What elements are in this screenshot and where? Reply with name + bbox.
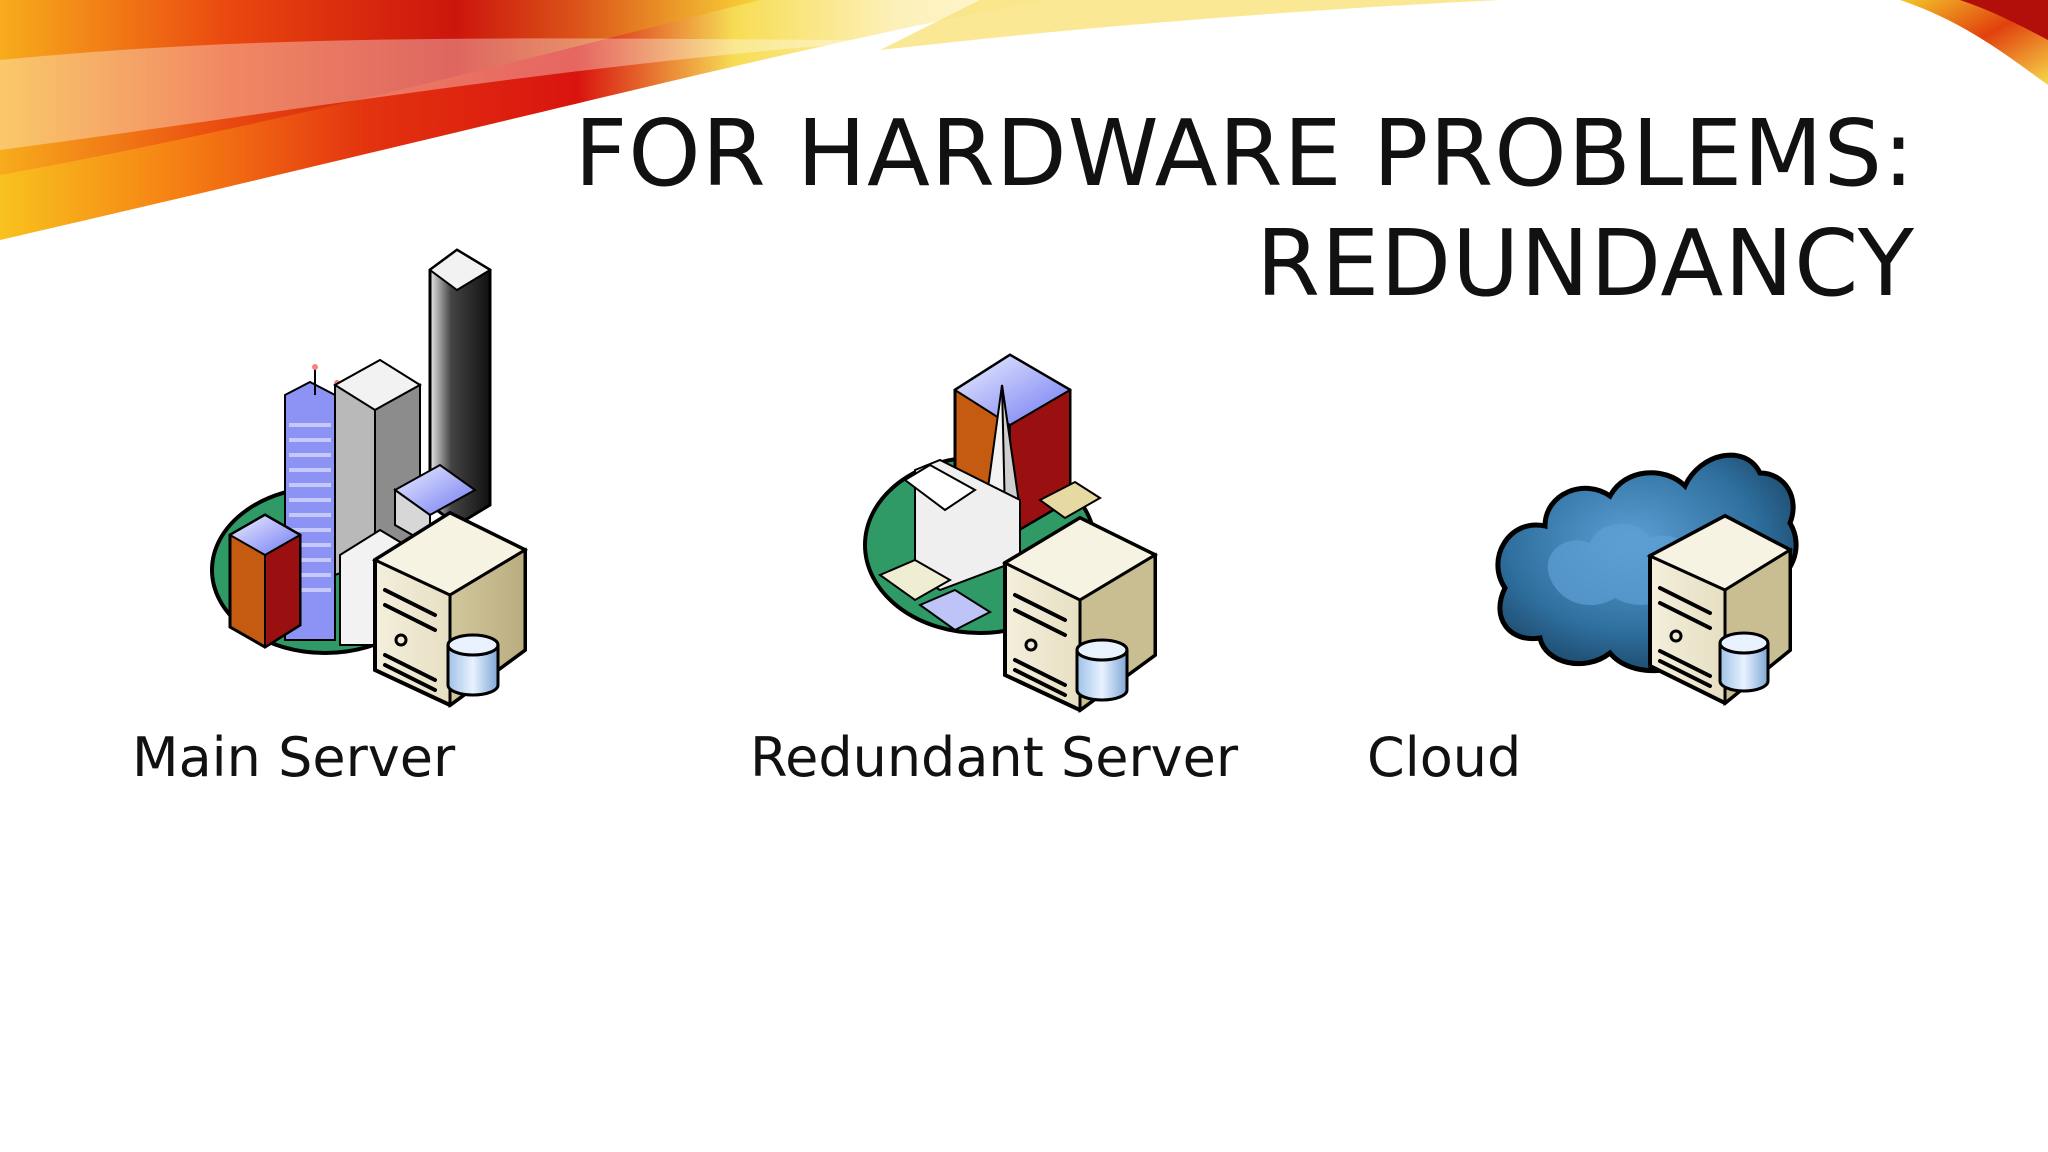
redundant-server-label: Redundant Server (750, 726, 1239, 789)
town-server-icon (863, 353, 1159, 713)
slide-title-line-1: FOR HARDWARE PROBLEMS: (574, 100, 1915, 207)
cloud-server-figure (1490, 438, 1800, 715)
main-server-label: Main Server (132, 726, 456, 789)
slide-title-line-2: REDUNDANCY (1256, 210, 1915, 317)
main-server-figure (205, 245, 535, 715)
decorative-swoosh (0, 0, 2048, 240)
redundant-server-figure (845, 350, 1165, 715)
city-server-icon (210, 248, 529, 708)
cloud-label: Cloud (1367, 726, 1522, 789)
cloud-server-icon (1495, 452, 1799, 707)
